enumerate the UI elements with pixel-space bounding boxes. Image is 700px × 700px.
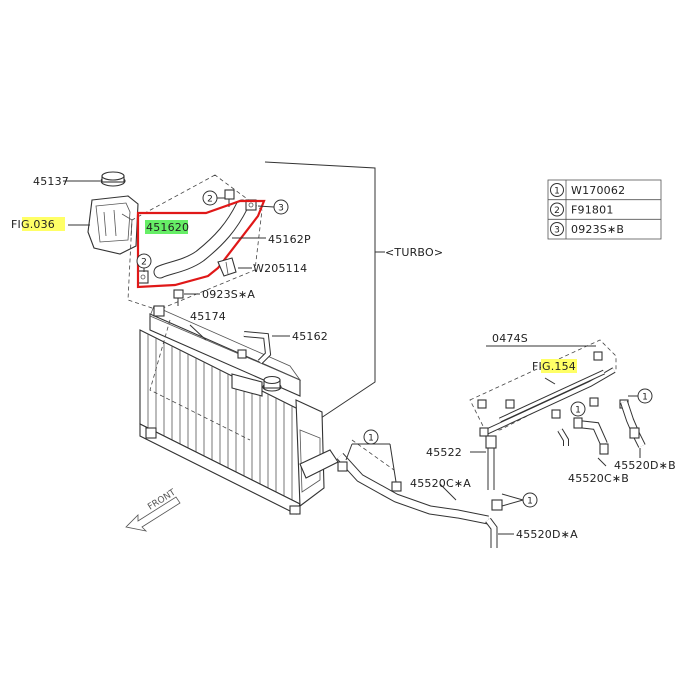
svg-text:2: 2 [141,258,147,268]
label-front: FRONT [146,488,178,513]
legend-code-2: F91801 [571,204,614,217]
highlight-fig154 [541,359,577,373]
svg-text:3: 3 [278,204,284,214]
legend-num-3: 3 [554,226,560,236]
label-w205114: W205114 [253,262,307,275]
label-turbo: <TURBO> [385,246,443,259]
svg-text:1: 1 [575,406,581,416]
radiator [139,305,339,515]
label-45174: 45174 [190,310,226,323]
hose-clamp-c-a [337,461,402,492]
hose-clamp-lower [137,270,149,284]
callout-1-right-b: 1 [628,388,653,404]
hose-45520c-a [336,452,489,525]
label-45520c-b: 45520C∗B [568,472,629,485]
callout-2-upper: 2 [202,190,225,206]
small-hose-right [557,428,569,446]
svg-text:1: 1 [368,434,374,444]
leader-45174 [189,324,207,341]
leader-fig154 [544,377,556,385]
hose-45520c-b [573,417,609,455]
selected-part-outline [136,199,266,289]
front-arrow: FRONT [125,488,181,532]
label-45522: 45522 [426,446,462,459]
label-45162P: 45162P [268,233,311,246]
label-45137: 45137 [33,175,69,188]
dashed-c-a [351,439,395,471]
callout-1-mid: 1 [501,492,538,508]
legend-row-1: 1 W170062 [550,183,625,197]
upper-radiator-hose [153,199,249,279]
legend-row-2: 2 F91801 [550,202,614,217]
label-0474s: 0474S [492,332,528,345]
legend-table: 1 W170062 2 F91801 3 0923S∗B [547,179,662,240]
label-45520c-a: 45520C∗A [410,477,471,490]
svg-text:1: 1 [642,393,648,403]
highlight-fig036 [22,217,65,231]
legend-num-1: 1 [554,187,560,197]
legend-row-3: 3 0923S∗B [550,222,624,236]
bolt-0923s-a [173,289,184,306]
hose-45520d-a [485,499,503,548]
legend-code-3: 0923S∗B [571,223,624,236]
hose-45520d-b [620,400,646,448]
callout-1-right-a: 1 [570,401,586,417]
bracket-w205114 [217,257,237,277]
callout-2-lower: 2 [136,253,152,272]
label-fig154: FIG.154 [532,360,576,373]
callout-3: 3 [257,199,289,215]
small-hose-45162 [237,331,272,365]
pipe-45522 [485,435,497,490]
legend-num-2: 2 [554,206,560,216]
oil-cooler-frame [469,339,617,431]
label-45162: 45162 [292,330,328,343]
label-fig036: FIG.036 [11,218,55,231]
label-45520d-a: 45520D∗A [516,528,578,541]
highlight-451620 [145,220,188,234]
label-451620: 451620 [146,221,189,234]
callout-1-left: 1 [345,429,397,483]
leader-45520c-b [597,457,607,467]
svg-text:2: 2 [207,195,213,205]
legend-code-1: W170062 [571,184,625,197]
label-0923s-a: 0923S∗A [202,288,255,301]
leader-45520c-a [439,483,457,501]
legend-frame [547,179,662,240]
bolts-oil-cooler [477,351,629,437]
oil-cooler-pipe-main [484,367,616,435]
svg-text:1: 1 [527,497,533,507]
label-45520d-b: 45520D∗B [614,459,676,472]
reservoir-cap [100,171,126,187]
